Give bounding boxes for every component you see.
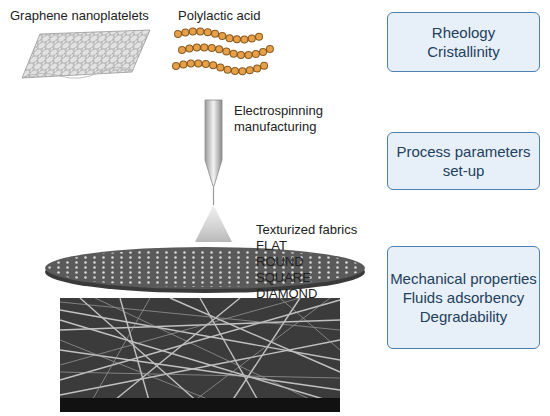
caption-label: DIAMOND (256, 286, 386, 302)
caption-label: Electrospinning manufacturing (234, 103, 344, 135)
box-text: Degradability (420, 307, 508, 326)
box-text: Fluids adsorbency (403, 288, 525, 307)
box-text: Rheology (432, 23, 495, 42)
sem-image (60, 298, 340, 412)
caption-label: Texturized fabrics (256, 222, 386, 238)
caption-label: ROUND (256, 254, 386, 270)
box-text: Process parameters set-up (388, 142, 539, 180)
spinneret (195, 100, 232, 242)
step-box: Mechanical propertiesFluids adsorbencyDe… (387, 246, 540, 349)
polymer-chains (176, 31, 272, 71)
caption-label: Graphene nanoplatelets (10, 8, 180, 24)
step-box: Process parameters set-up (387, 132, 540, 190)
caption-label: Polylactic acid (178, 8, 298, 24)
caption-label: SQUARE (256, 270, 386, 286)
box-text: Cristallinity (427, 42, 500, 61)
step-box: RheologyCristallinity (387, 12, 540, 72)
box-text: Mechanical properties (390, 269, 537, 288)
caption-label: FLAT (256, 238, 386, 254)
graphene-sheet (22, 30, 150, 78)
